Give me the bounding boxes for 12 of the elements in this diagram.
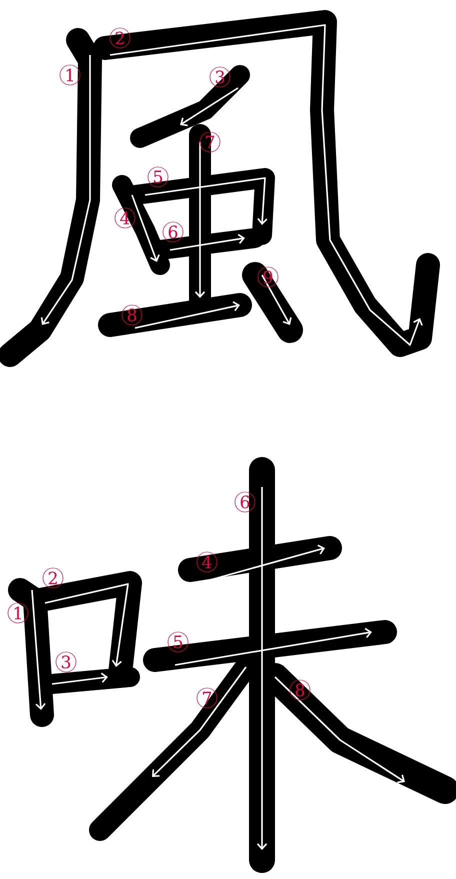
circled-stroke-number: 5: [148, 166, 168, 188]
circled-stroke-number: 3: [210, 66, 230, 88]
circled-stroke-number: 1: [8, 602, 28, 624]
circled-stroke-number: 8: [122, 304, 142, 326]
circled-stroke-number: 3: [56, 652, 76, 672]
circled-stroke-number: 4: [196, 552, 218, 572]
circled-stroke-number: 2: [42, 568, 64, 588]
circled-stroke-number: 5: [168, 632, 188, 652]
circled-stroke-number: 1: [60, 64, 80, 86]
circled-stroke-number: 6: [162, 222, 184, 242]
circled-stroke-number: 8: [290, 680, 310, 700]
circled-stroke-number: 2: [110, 28, 130, 48]
